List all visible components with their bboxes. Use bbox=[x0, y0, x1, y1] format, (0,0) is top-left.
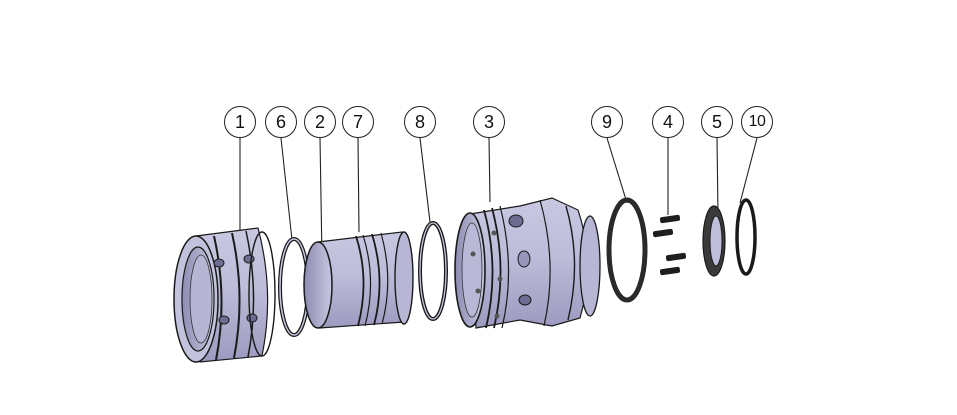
part-10-snap-ring bbox=[735, 198, 757, 276]
callout-6: 6 bbox=[265, 106, 297, 138]
callout-10: 10 bbox=[741, 106, 773, 138]
callout-8: 8 bbox=[404, 106, 436, 138]
part-4-set-screws bbox=[652, 214, 687, 276]
callout-4: 4 bbox=[652, 106, 684, 138]
callout-1: 1 bbox=[224, 106, 256, 138]
part-7-groove-ring bbox=[355, 232, 389, 327]
callout-2: 2 bbox=[304, 106, 336, 138]
callout-7: 7 bbox=[342, 106, 374, 138]
part-8-o-ring-medium bbox=[418, 221, 448, 321]
callout-5: 5 bbox=[701, 106, 733, 138]
callout-3: 3 bbox=[473, 106, 505, 138]
part-5-flat-washer bbox=[702, 205, 726, 277]
part-3-seal-housing bbox=[454, 197, 601, 329]
part-1-grooved-sleeve bbox=[173, 227, 276, 363]
callout-9: 9 bbox=[591, 106, 623, 138]
part-9-o-ring-large bbox=[606, 197, 648, 303]
leader-lines bbox=[239, 137, 758, 259]
